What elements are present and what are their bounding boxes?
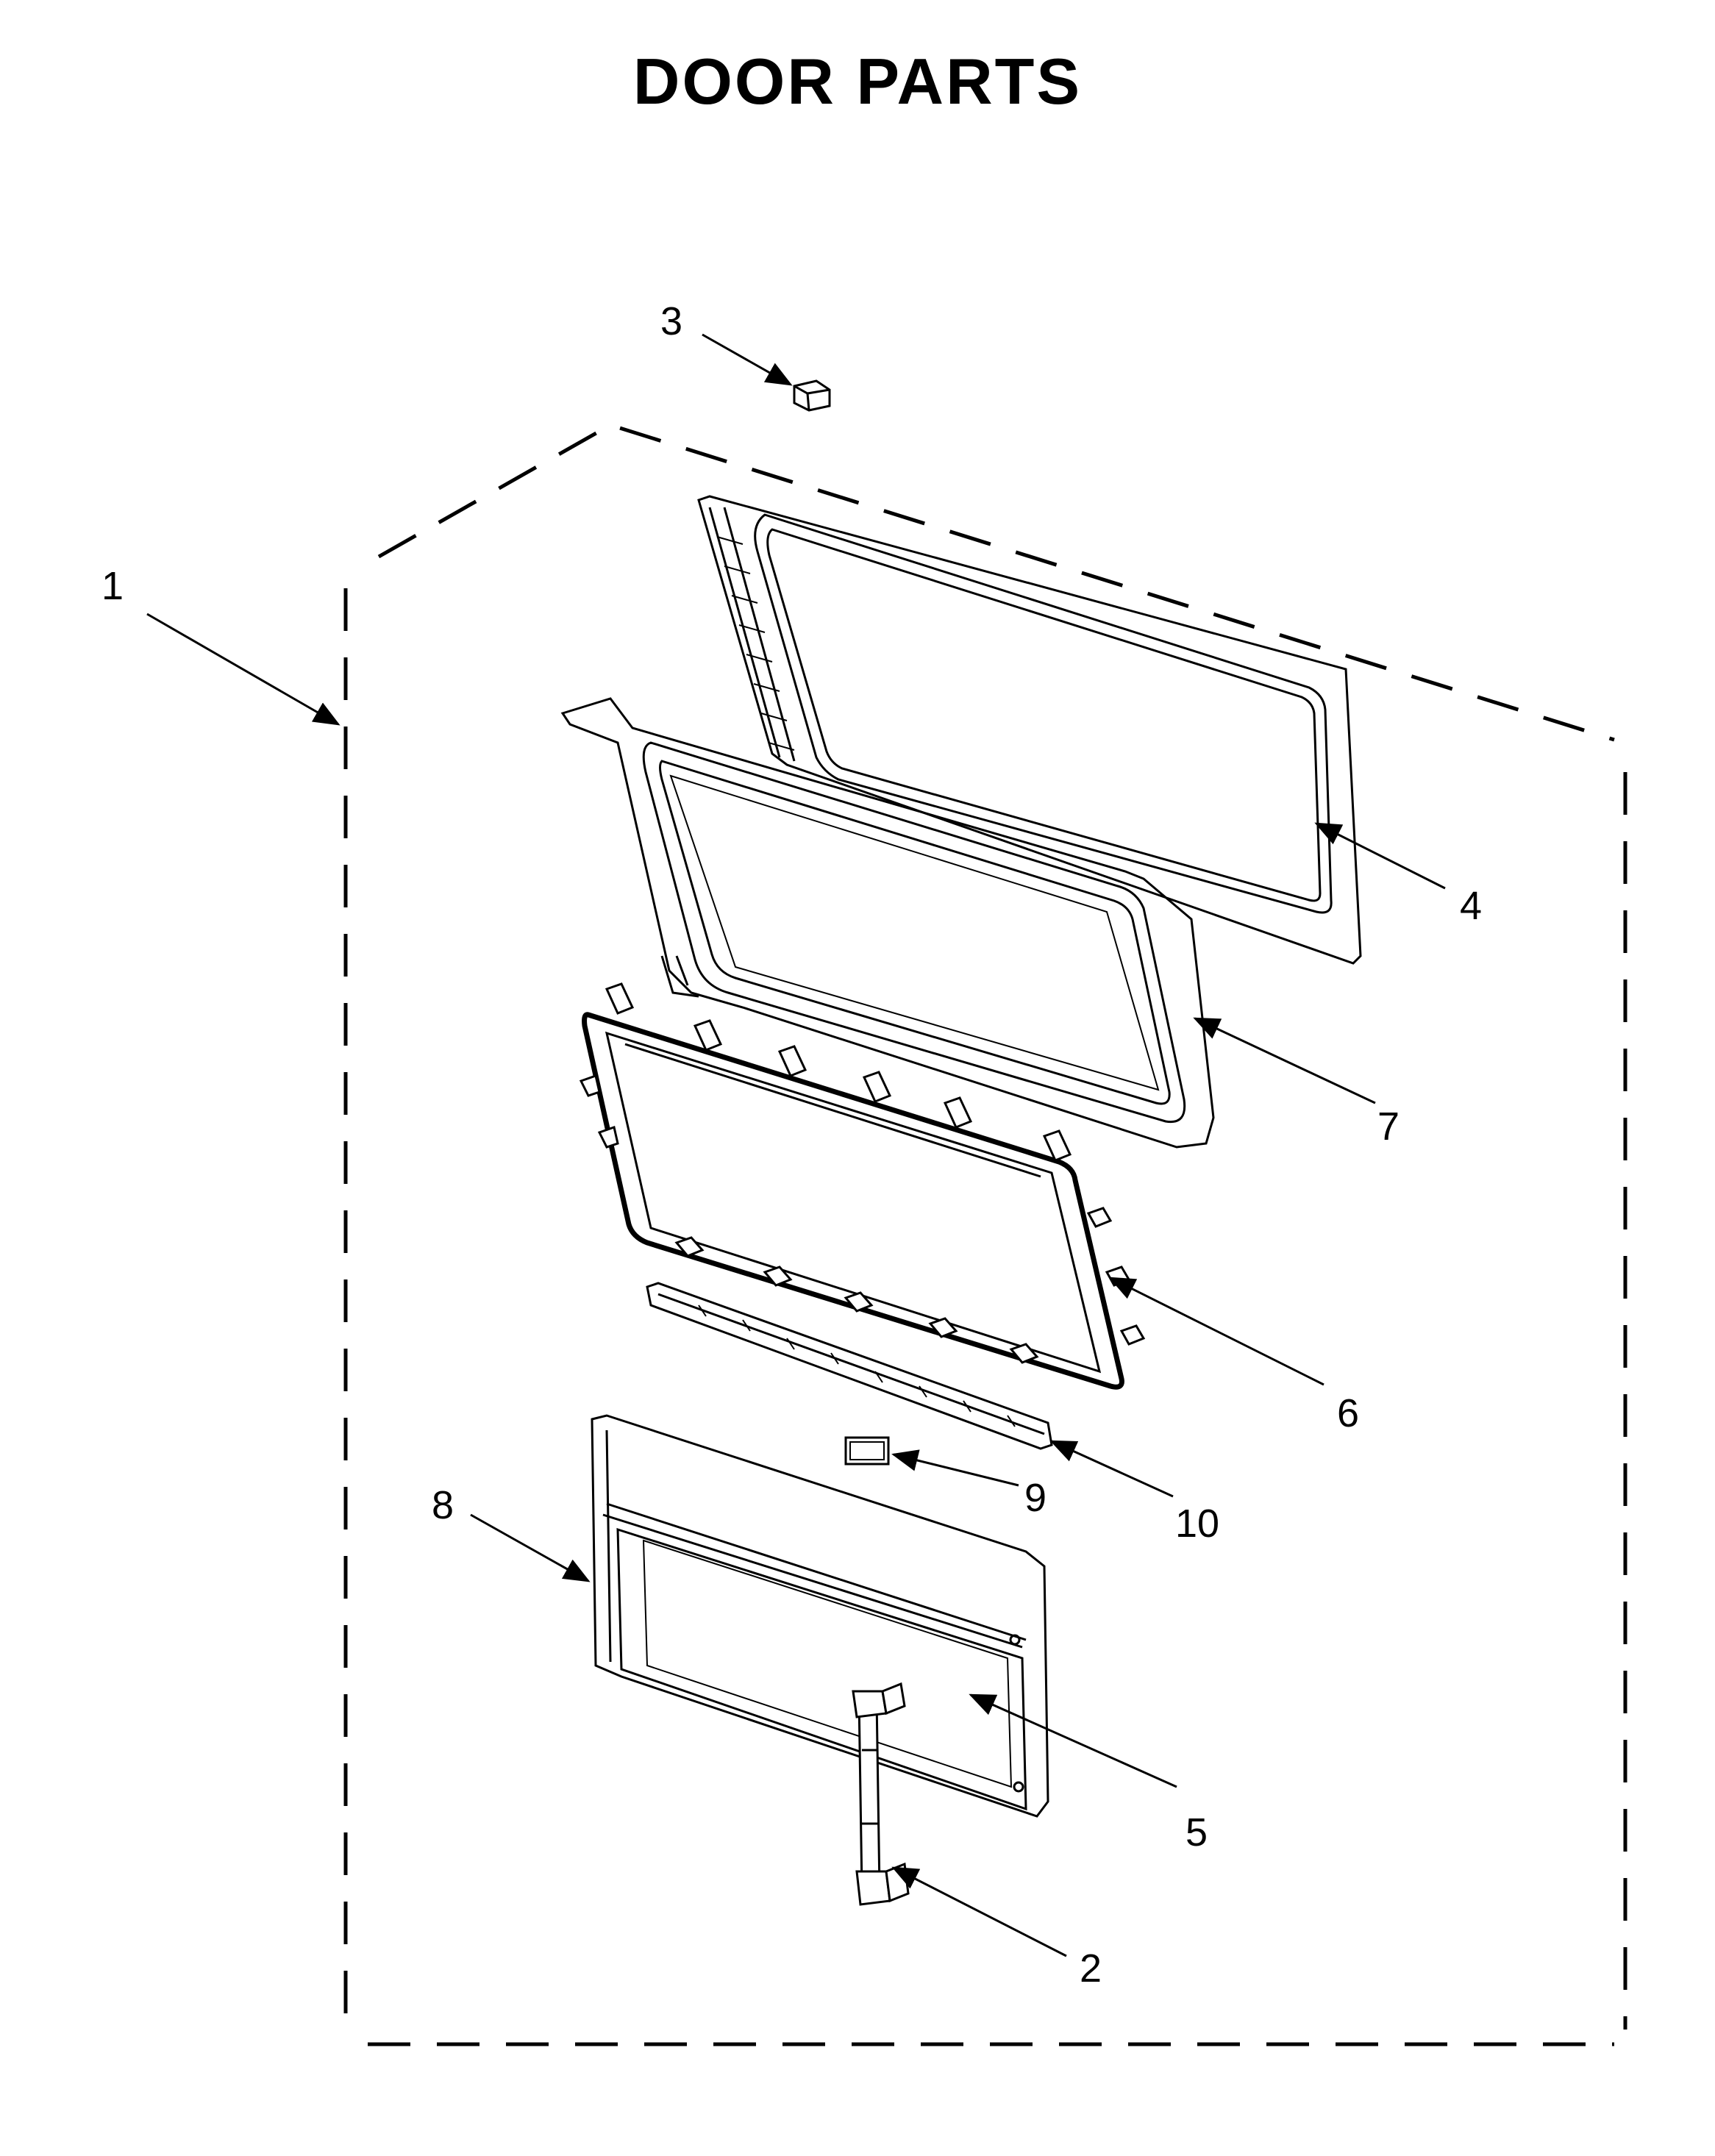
leader-3 bbox=[702, 333, 793, 386]
callout-7: 7 bbox=[1377, 1104, 1400, 1149]
callout-6: 6 bbox=[1337, 1391, 1360, 1435]
callout-9: 9 bbox=[1024, 1476, 1047, 1520]
part-9-label bbox=[844, 1436, 890, 1466]
callout-10: 10 bbox=[1175, 1502, 1220, 1546]
leader-6 bbox=[1108, 1277, 1324, 1386]
callout-4: 4 bbox=[1460, 884, 1483, 928]
part-8-outer-door bbox=[591, 1414, 1049, 1818]
callout-1: 1 bbox=[101, 564, 124, 608]
part-2-handle bbox=[852, 1682, 910, 1906]
part-6-window-screen bbox=[579, 982, 1146, 1390]
leader-8 bbox=[470, 1513, 591, 1582]
leader-lines bbox=[146, 333, 1446, 1957]
callout-8: 8 bbox=[432, 1483, 454, 1527]
callout-3: 3 bbox=[660, 299, 683, 343]
assembly-boundary bbox=[343, 423, 1627, 2046]
leader-1 bbox=[146, 613, 340, 726]
leader-2 bbox=[891, 1866, 1067, 1957]
part-4-choke-frame bbox=[697, 495, 1362, 965]
leader-10 bbox=[1049, 1440, 1174, 1498]
leader-5 bbox=[969, 1693, 1177, 1788]
page-title: DOOR PARTS bbox=[632, 45, 1083, 118]
part-7-inner-door bbox=[560, 697, 1215, 1149]
leader-9 bbox=[891, 1449, 1019, 1487]
part-3-clip bbox=[793, 379, 831, 412]
leader-4 bbox=[1314, 822, 1446, 890]
callout-2: 2 bbox=[1080, 1946, 1102, 1991]
callout-5: 5 bbox=[1185, 1810, 1208, 1855]
leader-7 bbox=[1193, 1017, 1376, 1104]
